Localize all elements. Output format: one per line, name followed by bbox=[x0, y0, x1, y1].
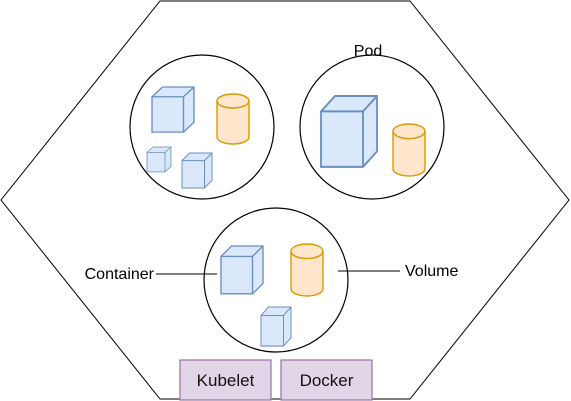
volume-cylinder-icon bbox=[392, 123, 426, 177]
container-cube-icon bbox=[146, 146, 172, 173]
docker-box bbox=[280, 359, 373, 401]
container-cube-icon bbox=[181, 152, 213, 189]
docker-label: Docker bbox=[300, 371, 354, 390]
container-cube-icon bbox=[319, 94, 379, 168]
volume-cylinder-icon bbox=[290, 243, 324, 297]
kubelet-label: Kubelet bbox=[197, 371, 255, 390]
volume-cylinder-icon bbox=[216, 93, 250, 145]
container-label: Container bbox=[85, 266, 155, 283]
kubelet-box bbox=[179, 359, 272, 401]
container-cube-icon bbox=[151, 86, 195, 133]
pod-label: Pod bbox=[354, 43, 382, 60]
container-cube-icon bbox=[220, 245, 264, 295]
container-cube-icon bbox=[260, 306, 292, 347]
volume-label: Volume bbox=[405, 263, 458, 280]
